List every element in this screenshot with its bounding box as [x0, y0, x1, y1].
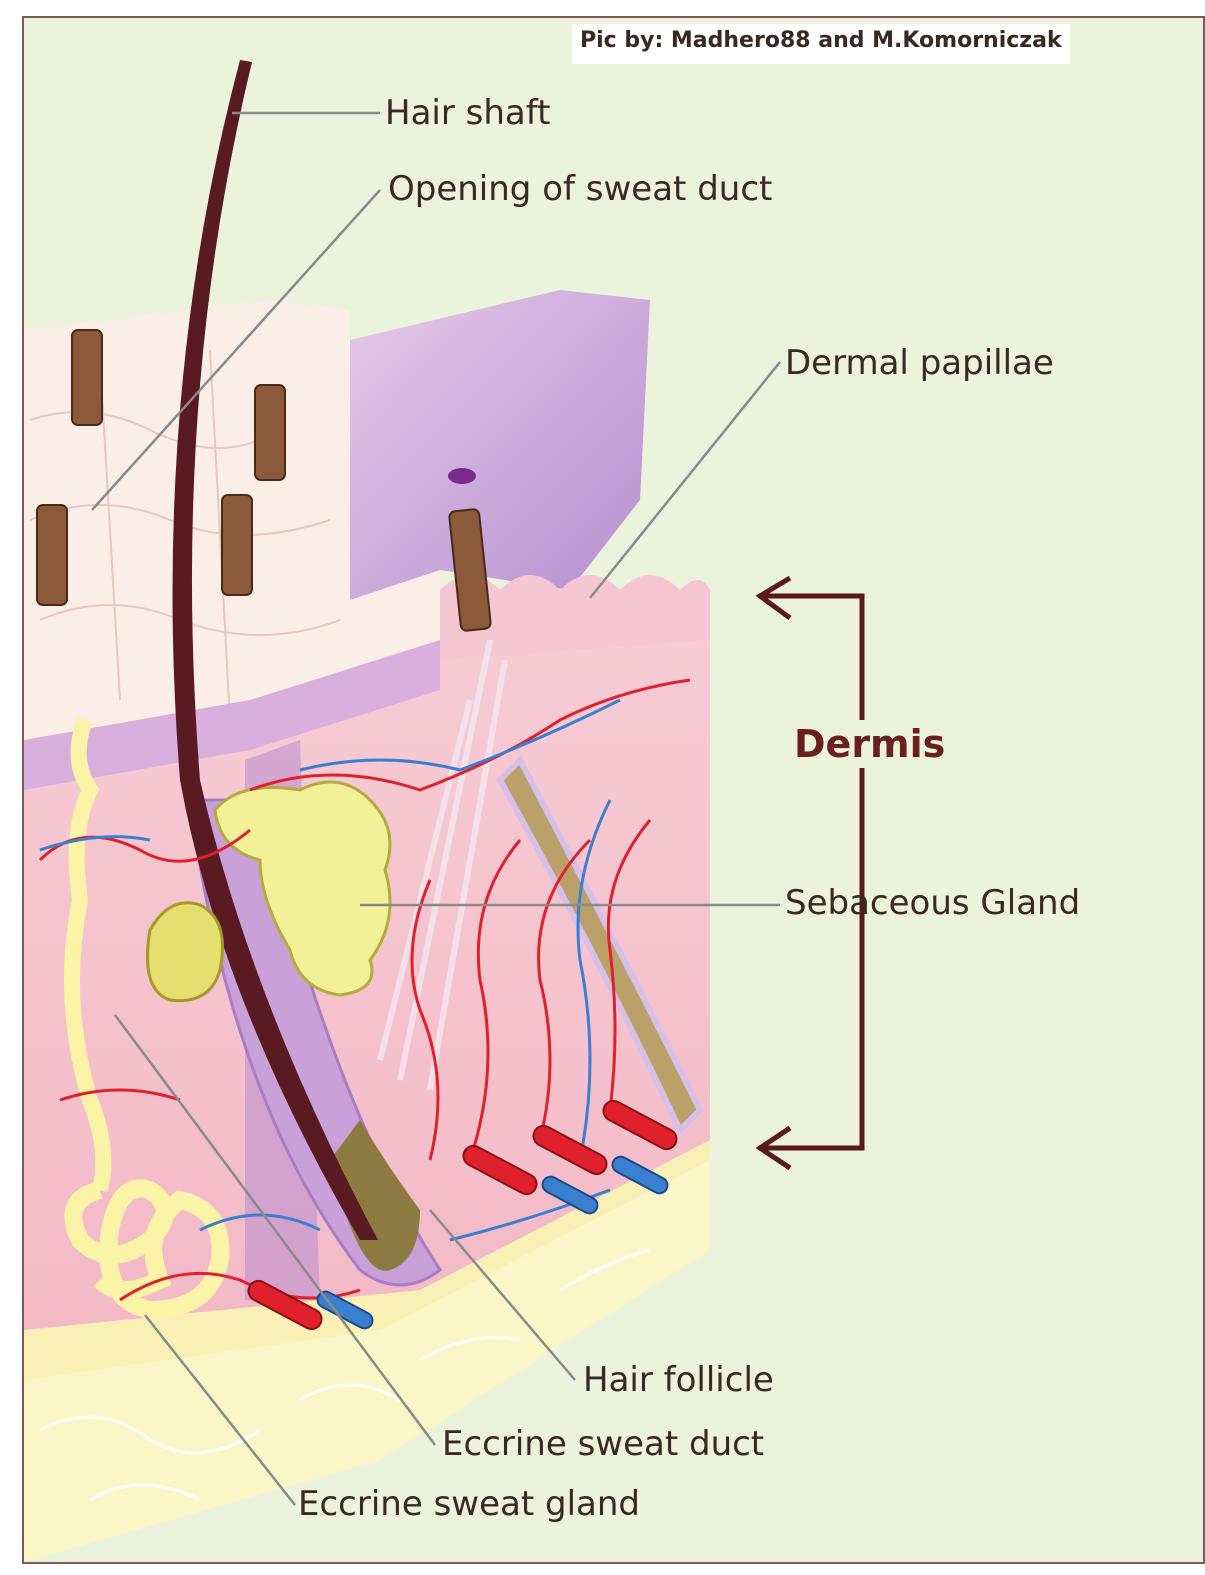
label-hair-follicle: Hair follicle	[583, 1363, 774, 1397]
label-opening-of-sweat-duct: Opening of sweat duct	[388, 172, 772, 206]
dermis-bracket	[760, 578, 862, 1168]
label-eccrine-sweat-duct: Eccrine sweat duct	[442, 1427, 764, 1461]
label-sebaceous-gland: Sebaceous Gland	[785, 886, 1080, 920]
label-hair-shaft: Hair shaft	[385, 96, 550, 130]
sebaceous-gland-small	[148, 903, 223, 1001]
epidermis-cut-face	[350, 290, 650, 600]
image-credit: Pic by: Madhero88 and M.Komorniczak	[572, 24, 1070, 64]
label-eccrine-sweat-gland: Eccrine sweat gland	[298, 1487, 640, 1521]
label-dermal-papillae: Dermal papillae	[785, 346, 1054, 380]
sweat-pore	[448, 468, 476, 484]
label-dermis: Dermis	[790, 720, 949, 768]
